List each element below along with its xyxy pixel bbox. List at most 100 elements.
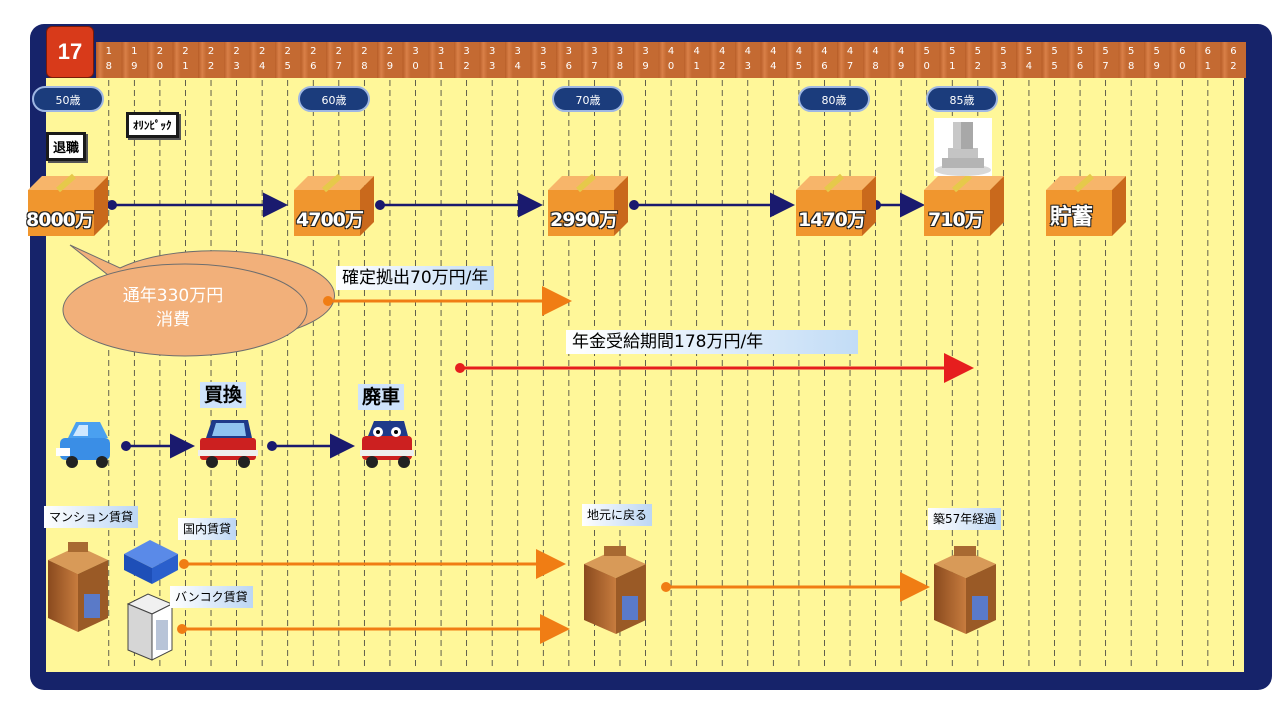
replacement-car-icon	[198, 420, 258, 468]
age-badge-50: 50歳	[32, 86, 104, 112]
savings-box-5	[924, 173, 1004, 236]
year-tick: 2 1	[182, 46, 189, 72]
age-badge-60: 60歳	[298, 86, 370, 112]
year-tick: 4 0	[667, 46, 675, 72]
savings-box-2	[294, 173, 374, 236]
year-tick: 6 2	[1230, 46, 1237, 72]
arrow-dot	[179, 559, 189, 569]
consumption-bubble-body	[62, 263, 308, 357]
year-tick: 4 8	[872, 46, 879, 72]
year-tick: 2 5	[284, 46, 291, 72]
year-ruler	[96, 42, 1246, 78]
savings-box-6	[1046, 173, 1126, 236]
arrow-dot	[375, 200, 385, 210]
year-tick: 4 4	[770, 46, 777, 72]
blue-car-icon	[56, 422, 110, 468]
contribution-label: 確定拠出70万円/年	[336, 266, 495, 290]
gravestone-icon	[934, 118, 992, 176]
year-tick: 3 0	[412, 46, 419, 72]
arrow-dot	[107, 200, 117, 210]
year-tick: 3 3	[488, 46, 496, 72]
bangkok-rent-building-icon	[126, 593, 174, 661]
year-tick: 3 7	[591, 46, 598, 72]
consumption-line-2: 消費	[156, 310, 190, 330]
slide-number-badge: 17	[46, 26, 94, 78]
arrow-dot	[629, 200, 639, 210]
year-tick: 5 8	[1127, 46, 1135, 72]
year-tick: 4 3	[744, 46, 751, 72]
bangkok-rent-label: バンコク賃貸	[170, 586, 253, 608]
olympic-tag: ｵﾘﾝﾋﾟｯｸ	[126, 112, 179, 138]
year-tick: 2 7	[335, 46, 342, 72]
arrow-dot	[455, 363, 465, 373]
arrow-dot	[121, 441, 131, 451]
year-tick: 5 9	[1153, 46, 1160, 72]
year-gridlines	[108, 80, 1234, 670]
age-badge-70: 70歳	[552, 86, 624, 112]
scrapped-car-icon	[360, 421, 414, 468]
year-tick: 5 3	[1000, 46, 1007, 72]
savings-amount-5: 710万	[928, 209, 984, 231]
year-tick: 6 0	[1179, 46, 1186, 72]
year-tick: 4 2	[719, 46, 726, 72]
year-tick: 4 6	[821, 46, 828, 72]
year-tick: 5 6	[1076, 46, 1084, 72]
savings-amount-3: 2990万	[550, 209, 618, 231]
domestic-rent-label: 国内賃貸	[178, 518, 237, 540]
savings-box-4	[796, 173, 876, 236]
year-tick: 1 9	[131, 46, 138, 72]
year-tick: 2 9	[386, 46, 394, 72]
year-tick: 5 2	[974, 46, 981, 72]
domestic-rent-building-icon	[124, 540, 178, 584]
year-tick: 4 1	[693, 46, 700, 72]
year-tick: 3 8	[616, 46, 624, 72]
scrap-caption: 廃車	[358, 384, 405, 410]
pension-label: 年金受給期間178万円/年	[566, 330, 858, 354]
year-tick: 4 5	[795, 46, 803, 72]
year-tick: 2 2	[207, 46, 215, 72]
year-tick: 5 1	[949, 46, 956, 72]
arrow-dot	[323, 296, 333, 306]
hometown-building-icon	[584, 546, 646, 634]
year-tick: 4 7	[846, 46, 854, 72]
aged-building-icon	[934, 546, 996, 634]
replace-caption: 買換	[200, 382, 247, 408]
age-badge-80: 80歳	[798, 86, 870, 112]
retire-tag: 退職	[46, 132, 87, 161]
arrow-dot	[267, 441, 277, 451]
year-tick: 4 9	[897, 46, 905, 72]
condo-building-icon	[48, 542, 108, 632]
year-tick: 3 5	[540, 46, 547, 72]
savings-amount-2: 4700万	[296, 209, 364, 231]
age57-label: 築57年経過	[928, 508, 1002, 530]
year-tick: 5 7	[1102, 46, 1109, 72]
year-tick: 2 0	[156, 46, 164, 72]
consumption-text: 通年330万円 消費	[78, 284, 268, 332]
year-tick: 5 0	[923, 46, 930, 72]
year-tick: 3 1	[437, 46, 445, 72]
savings-amount-4: 1470万	[798, 209, 866, 231]
year-tick: 1 8	[105, 46, 112, 72]
savings-amount-6: 貯蓄	[1050, 205, 1093, 230]
year-tick: 3 9	[642, 46, 649, 72]
consumption-line-1: 通年330万円	[122, 286, 224, 306]
year-tick: 3 6	[565, 46, 573, 72]
year-tick: 6 1	[1204, 46, 1212, 72]
arrow-dot	[177, 624, 187, 634]
year-tick: 5 4	[1025, 46, 1033, 72]
condo-rent-label: マンション賃貸	[44, 506, 139, 528]
year-tick: 5 5	[1051, 46, 1058, 72]
arrow-dot	[661, 582, 671, 592]
year-tick: 2 8	[361, 46, 368, 72]
year-tick: 2 6	[310, 46, 317, 72]
return-home-label: 地元に戻る	[582, 504, 653, 526]
year-tick: 2 4	[258, 46, 266, 72]
year-tick: 2 3	[233, 46, 240, 72]
savings-box-3	[548, 173, 628, 236]
savings-amount-1: 8000万	[26, 209, 94, 231]
year-tick: 3 4	[514, 46, 521, 72]
age-badge-85: 85歳	[926, 86, 998, 112]
savings-box-1	[28, 173, 108, 236]
year-tick: 3 2	[463, 46, 470, 72]
